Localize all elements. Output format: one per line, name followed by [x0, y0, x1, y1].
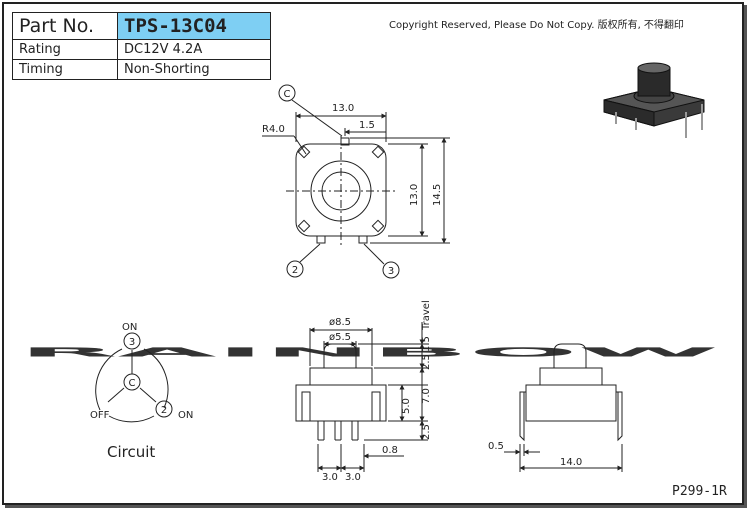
- circuit-node-2: [155, 400, 173, 418]
- dim-width-13: 13.0: [332, 103, 354, 114]
- travel-label: Travel: [421, 300, 432, 331]
- dim-25-bottom: 2.5: [421, 424, 432, 440]
- circuit-off: OFF: [90, 410, 110, 421]
- part-no-label: Part No.: [12, 12, 118, 40]
- dim-25-top: 2.5: [421, 354, 432, 370]
- spec-row-timing: Timing Non-Shorting: [12, 59, 271, 80]
- dim-05: 0.5: [488, 441, 504, 452]
- dim-offset-15: 1.5: [359, 120, 375, 131]
- drawing-code: P299-1R: [672, 484, 727, 499]
- spec-row-rating: Rating DC12V 4.2A: [12, 39, 271, 60]
- top-view: [262, 84, 450, 279]
- copyright-notice: Copyright Reserved, Please Do Not Copy. …: [389, 20, 684, 31]
- dim-70: 7.0: [421, 388, 432, 404]
- dim-08: 0.8: [382, 445, 398, 456]
- spec-row-part-no: Part No. TPS-13C04: [12, 12, 271, 40]
- circuit-on-top: ON: [122, 322, 137, 333]
- marker-c: C: [284, 89, 291, 100]
- dim-15: 1.5: [421, 336, 432, 352]
- dim-height-13: 13.0: [409, 184, 420, 206]
- end-view-button: [553, 343, 587, 368]
- circuit-arc-left: [95, 348, 123, 411]
- end-view-housing: [525, 384, 617, 422]
- side-view-cap-ring: [309, 367, 373, 386]
- pitch-1: 3.0: [322, 472, 338, 483]
- dim-140: 14.0: [560, 457, 582, 468]
- marker-3: 3: [388, 266, 394, 277]
- product-3d-icon: [603, 62, 705, 138]
- circuit-node-3-label: 3: [129, 337, 135, 348]
- circuit-node-3: [123, 332, 141, 350]
- circuit-on-right: ON: [178, 410, 193, 421]
- marker-2: 2: [292, 265, 298, 276]
- technical-drawing: RAINBOW: [19, 62, 725, 483]
- circuit-node-c: [123, 373, 141, 391]
- spec-table: Part No. TPS-13C04 Rating DC12V 4.2A Tim…: [12, 12, 271, 80]
- dim-50: 5.0: [401, 398, 412, 414]
- dim-d55: ø5.5: [329, 332, 351, 343]
- circuit-node-c-label: C: [129, 378, 136, 389]
- part-no-value: TPS-13C04: [117, 12, 271, 40]
- side-view: [295, 322, 428, 472]
- top-pin-3: [358, 235, 368, 244]
- circuit-label: Circuit: [107, 443, 156, 461]
- circuit-arc-bottom: [108, 415, 155, 423]
- drawing-sheet: Part No. TPS-13C04 Rating DC12V 4.2A Tim…: [2, 2, 744, 505]
- top-view-labels: 13.0 1.5 R4.0 13.0 14.5 C 2 3: [262, 89, 443, 277]
- circuit-labels: ON ON OFF 3 C 2: [90, 322, 193, 421]
- timing-value: Non-Shorting: [117, 59, 271, 80]
- circuit-node-2-label: 2: [161, 405, 167, 416]
- side-view-labels: ø8.5 ø5.5 Travel 1.5 2.5 7.0 5.0 2.5 0.8…: [322, 300, 432, 483]
- end-view-cap-ring: [539, 367, 603, 386]
- dim-radius: R4.0: [262, 124, 285, 135]
- top-pin-2: [316, 235, 326, 244]
- dim-d85: ø8.5: [329, 317, 351, 328]
- rating-value: DC12V 4.2A: [117, 39, 271, 60]
- dim-total-145: 14.5: [432, 184, 443, 206]
- end-view-labels: 0.5 14.0: [488, 441, 582, 468]
- pitch-2: 3.0: [345, 472, 361, 483]
- timing-label: Timing: [12, 59, 118, 80]
- end-view: [504, 343, 623, 472]
- circuit-diagram: [95, 332, 173, 423]
- circuit-arc-right: [143, 348, 169, 409]
